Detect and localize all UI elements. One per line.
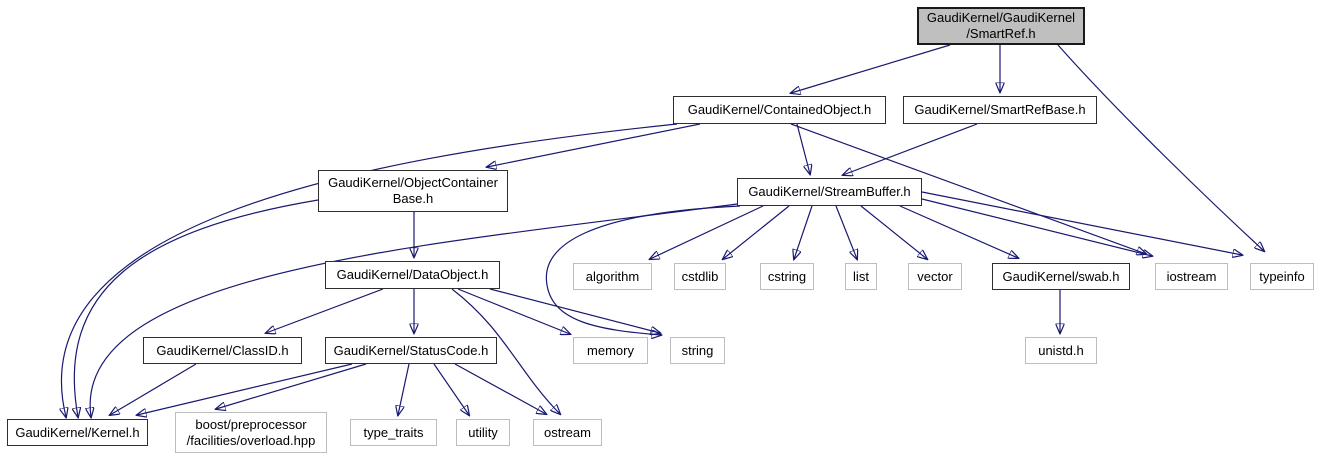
edge-containedobject-iostream xyxy=(790,123,1146,254)
node-objectcontainerbase-h-label-line2: Base.h xyxy=(392,191,434,206)
node-smartref-h-label-line2: /SmartRef.h xyxy=(966,26,1036,41)
node-streambuffer-h[interactable]: GaudiKernel/StreamBuffer.h xyxy=(737,178,922,206)
node-typeinfo: typeinfo xyxy=(1250,263,1314,290)
node-kernel-h[interactable]: GaudiKernel/Kernel.h xyxy=(7,419,148,446)
edge-dataobject-memory xyxy=(457,288,570,334)
edge-statuscode-boost xyxy=(216,363,367,409)
node-objectcontainerbase-h-label-line1: GaudiKernel/ObjectContainer xyxy=(328,175,498,190)
node-utility: utility xyxy=(456,419,510,446)
node-smartref-h-label-line1: GaudiKernel/GaudiKernel xyxy=(926,10,1076,25)
edge-statuscode-kernel xyxy=(137,363,353,415)
node-unistd-h: unistd.h xyxy=(1025,337,1097,364)
edge-streambuffer-vector xyxy=(860,205,927,259)
node-statuscode-h[interactable]: GaudiKernel/StatusCode.h xyxy=(325,337,497,364)
edge-containedobject-kernel xyxy=(61,123,678,417)
node-boost-overload-hpp-label-line2: /facilities/overload.hpp xyxy=(186,432,316,448)
edge-statuscode-utility xyxy=(433,363,469,415)
node-cstdlib: cstdlib xyxy=(674,263,726,290)
edge-streambuffer-string xyxy=(545,205,741,335)
edge-containedobject-objectcontainerbase xyxy=(487,123,701,167)
node-swab-h[interactable]: GaudiKernel/swab.h xyxy=(992,263,1130,290)
edge-objectcontainerbase-kernel xyxy=(74,199,319,417)
node-smartrefbase-h[interactable]: GaudiKernel/SmartRefBase.h xyxy=(903,96,1097,124)
node-objectcontainerbase-h[interactable]: GaudiKernel/ObjectContainer Base.h xyxy=(318,170,508,212)
edge-dataobject-classid xyxy=(266,288,384,333)
edge-streambuffer-kernel xyxy=(90,203,738,417)
edge-smartrefbase-streambuffer xyxy=(843,123,978,175)
node-list: list xyxy=(845,263,877,290)
node-string: string xyxy=(670,337,725,364)
edge-streambuffer-cstdlib xyxy=(723,205,790,259)
node-cstring: cstring xyxy=(760,263,814,290)
edge-streambuffer-iostream xyxy=(921,198,1152,256)
edge-smartref-containedobject xyxy=(791,44,951,93)
edge-dataobject-ostream xyxy=(451,288,560,414)
edge-statuscode-ostream xyxy=(454,363,546,414)
node-classid-h[interactable]: GaudiKernel/ClassID.h xyxy=(143,337,302,364)
node-boost-overload-hpp-label-line1: boost/preprocessor xyxy=(195,416,307,432)
edge-smartref-typeinfo xyxy=(1057,44,1264,251)
node-vector: vector xyxy=(908,263,962,290)
edge-streambuffer-list xyxy=(835,205,857,259)
edge-containedobject-streambuffer xyxy=(796,123,810,174)
edge-streambuffer-cstring xyxy=(794,205,813,259)
edge-streambuffer-typeinfo xyxy=(921,191,1242,255)
node-algorithm: algorithm xyxy=(573,263,652,290)
edge-streambuffer-swab xyxy=(899,205,1018,258)
node-dataobject-h[interactable]: GaudiKernel/DataObject.h xyxy=(325,261,500,289)
node-memory: memory xyxy=(573,337,648,364)
edge-dataobject-string xyxy=(489,288,660,333)
edge-statuscode-type-traits xyxy=(398,363,410,415)
node-containedobject-h[interactable]: GaudiKernel/ContainedObject.h xyxy=(673,96,886,124)
edge-classid-kernel xyxy=(110,363,197,415)
node-boost-overload-hpp: boost/preprocessor /facilities/overload.… xyxy=(175,412,327,453)
node-iostream: iostream xyxy=(1155,263,1228,290)
node-smartref-h: GaudiKernel/GaudiKernel /SmartRef.h xyxy=(917,7,1085,45)
node-type-traits: type_traits xyxy=(350,419,437,446)
node-ostream: ostream xyxy=(533,419,602,446)
edge-streambuffer-algorithm xyxy=(650,205,764,259)
